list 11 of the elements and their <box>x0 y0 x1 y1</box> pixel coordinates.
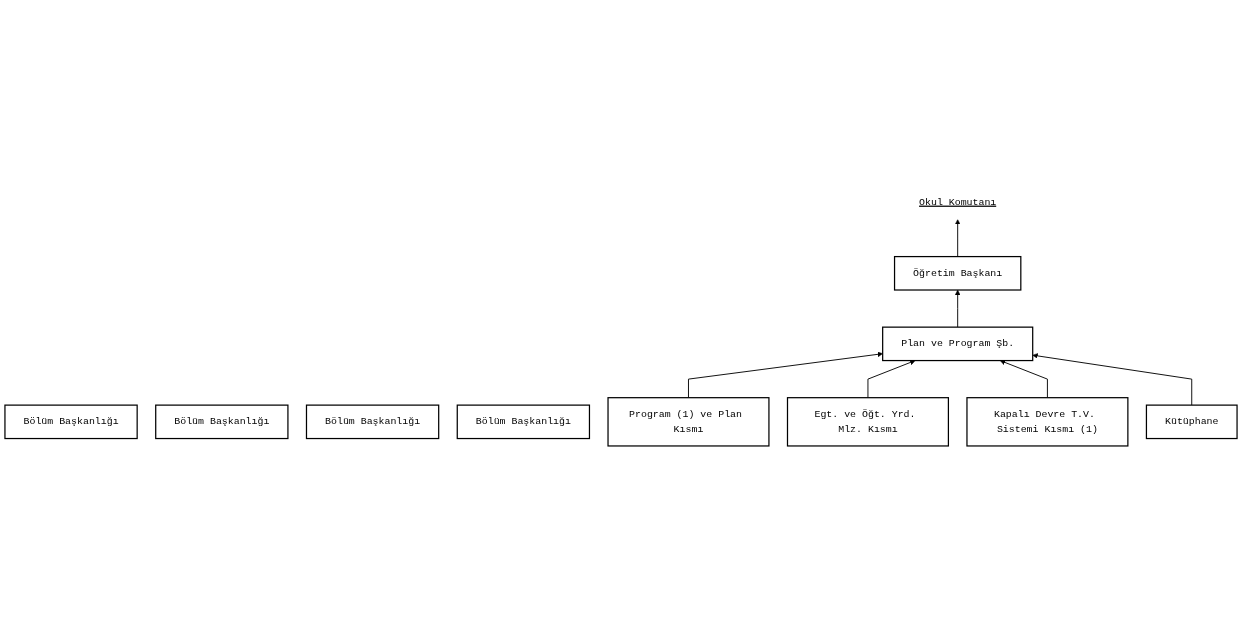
node-box: Kütüphane <box>1145 404 1238 440</box>
node-box: Bölüm Başkanlığı <box>456 404 591 440</box>
node-box: Program (1) ve Plan Kısmı <box>607 397 770 447</box>
node-box: Plan ve Program Şb. <box>882 326 1034 362</box>
node-box: Egt. ve Öğt. Yrd. Mlz. Kısmı <box>786 397 949 447</box>
node-box: Kapalı Devre T.V. Sistemi Kısmı (1) <box>966 397 1129 447</box>
node-box: Öğretim Başkanı <box>893 255 1022 291</box>
node-text: Okul Komutanı <box>919 197 997 209</box>
node-box: Bölüm Başkanlığı <box>4 404 138 440</box>
node-box: Bölüm Başkanlığı <box>155 404 289 440</box>
node-box: Bölüm Başkanlığı <box>305 404 440 440</box>
